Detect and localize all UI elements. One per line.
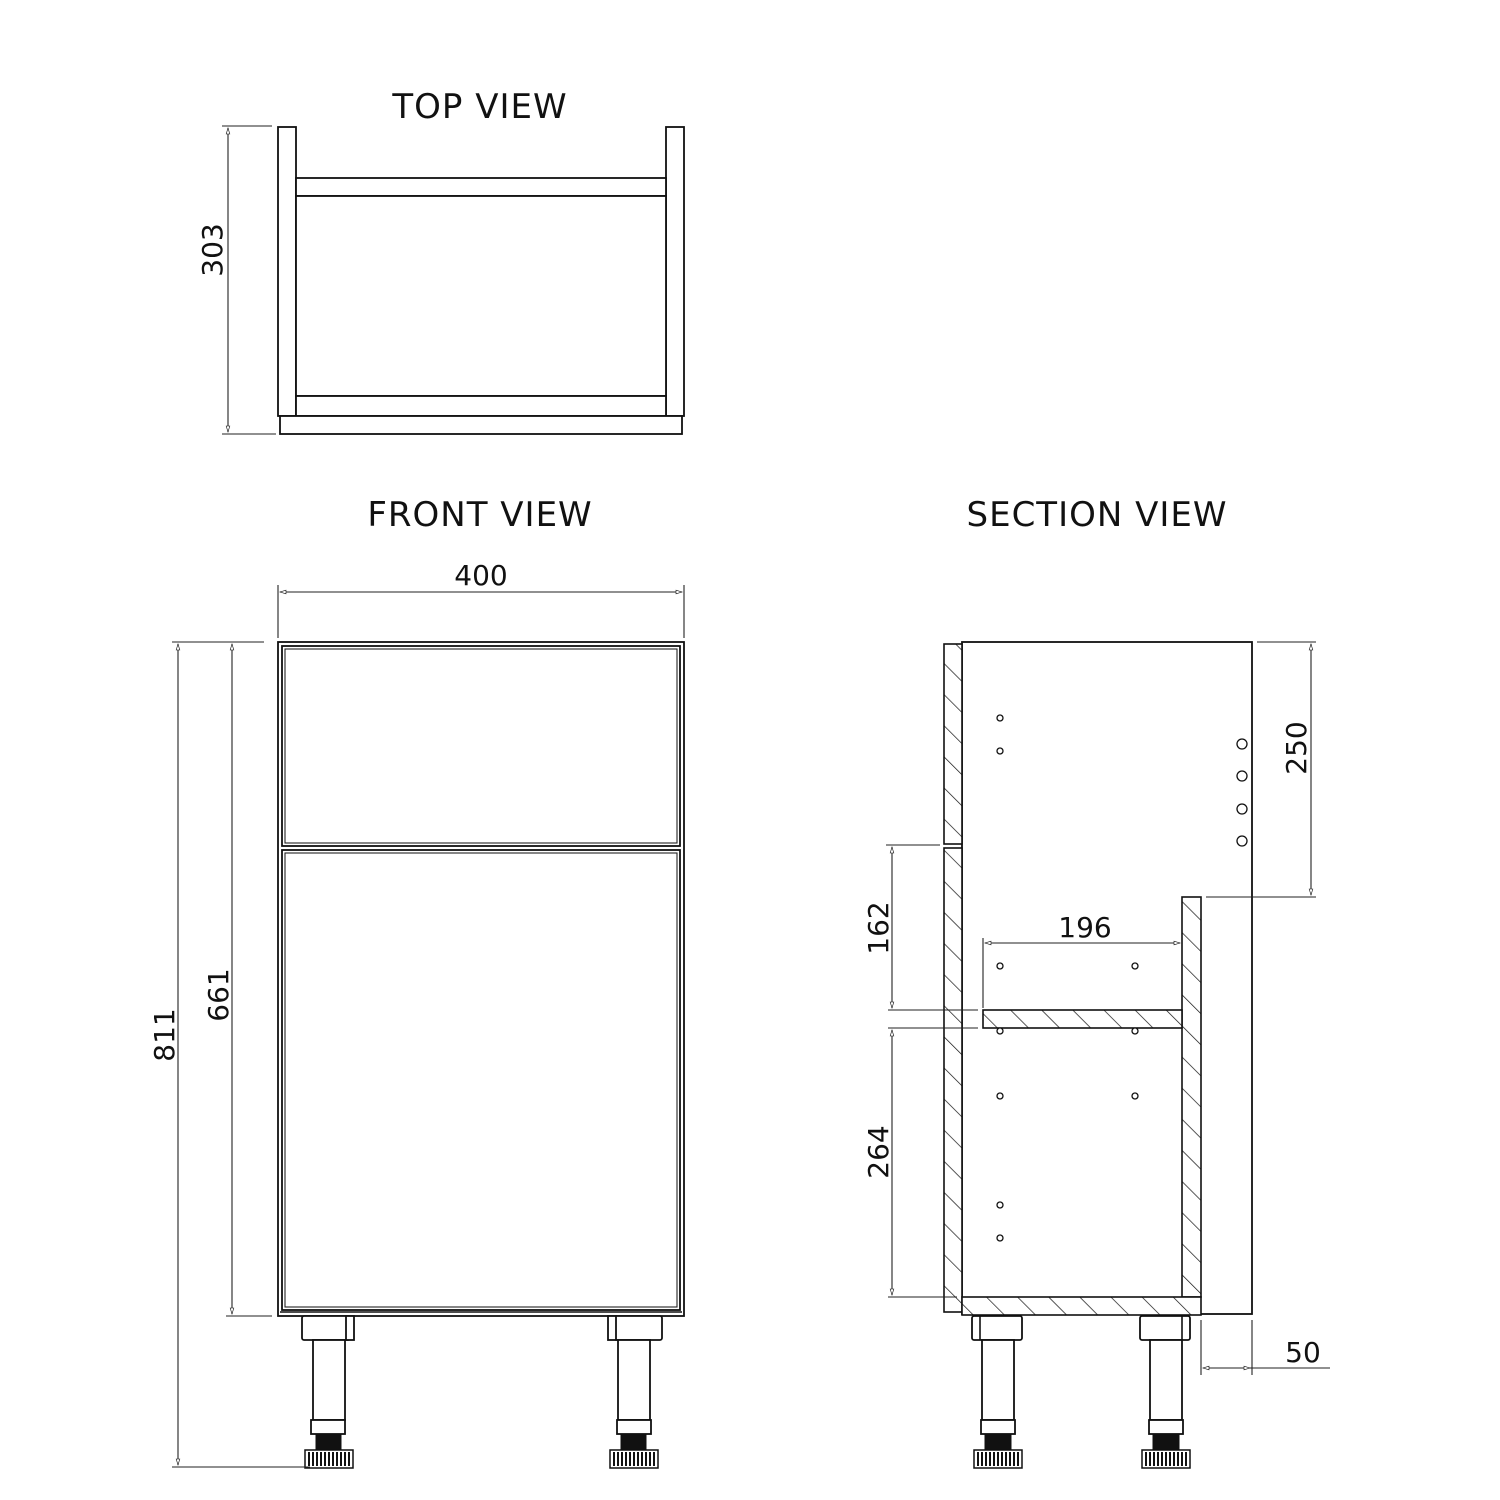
front-carcass-height-label: 661 — [202, 968, 235, 1021]
section-lower-compartment-label: 264 — [862, 1125, 895, 1178]
section-top-gap-label: 250 — [1280, 721, 1313, 774]
top-inner-panel — [295, 195, 667, 397]
section-view-title: SECTION VIEW — [967, 495, 1228, 535]
front-right-leg — [607, 1315, 663, 1469]
top-door-panel — [279, 415, 683, 435]
section-front-leg — [971, 1315, 1023, 1469]
section-shelf — [982, 1009, 1183, 1029]
section-upper-compartment-label: 162 — [862, 901, 895, 954]
top-right-side-panel — [665, 126, 685, 417]
section-shelf-pin-holes — [996, 714, 1139, 1242]
top-view: TOP VIEW 303 — [196, 87, 685, 435]
section-drawer-front — [943, 643, 963, 845]
front-view: FRONT VIEW 400 — [148, 495, 685, 1469]
top-view-title: TOP VIEW — [391, 87, 567, 127]
section-back-leg — [1139, 1315, 1191, 1469]
front-drawer-panel[interactable] — [281, 645, 681, 847]
top-depth-label: 303 — [196, 223, 229, 276]
top-left-side-panel — [277, 126, 297, 417]
section-hinge-holes — [1236, 738, 1248, 847]
section-side-panel — [961, 641, 1253, 1315]
section-bottom-panel — [961, 1296, 1202, 1316]
front-door-panel[interactable] — [281, 849, 681, 1311]
top-back-rail — [295, 177, 667, 197]
front-view-title: FRONT VIEW — [367, 495, 592, 535]
section-back-panel — [1181, 896, 1202, 1298]
section-door — [943, 847, 963, 1313]
top-front-rail — [295, 395, 667, 417]
front-width-label: 400 — [454, 559, 507, 592]
section-toe-kick-label: 50 — [1285, 1336, 1321, 1369]
front-total-height-label: 811 — [148, 1008, 181, 1061]
front-left-leg — [301, 1315, 355, 1469]
section-view: SECTION VIEW — [862, 495, 1330, 1469]
section-shelf-depth-label: 196 — [1058, 911, 1111, 944]
